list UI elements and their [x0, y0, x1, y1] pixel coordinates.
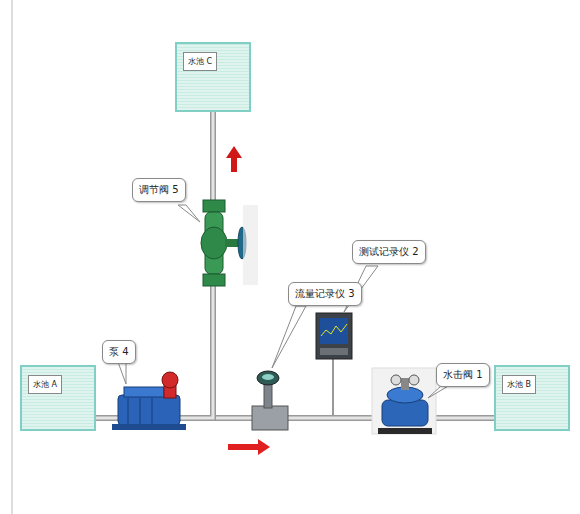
pump: [112, 372, 186, 430]
water-hammer-valve: [372, 368, 436, 434]
callout-tail: [272, 306, 306, 368]
flow-meter: [252, 371, 288, 430]
callout-box: 测试记录仪 2: [352, 240, 426, 264]
frame-line: [12, 0, 13, 514]
callout-box: 调节阀 5: [132, 178, 186, 202]
pool-label: 水池 C: [183, 52, 217, 71]
callout-tail: [118, 362, 126, 384]
callout-text: 流量记录仪 3: [295, 288, 355, 299]
flow-arrow: [226, 146, 242, 172]
callout-text: 测试记录仪 2: [359, 246, 419, 257]
callout-box: 泵 4: [102, 340, 136, 364]
callout-tail: [178, 205, 200, 222]
callout-box: 流量记录仪 3: [288, 282, 362, 306]
pipe-outline: [96, 112, 213, 418]
water-pool: 水池 B: [494, 365, 570, 431]
pool-label: 水池 B: [502, 375, 536, 394]
regulating-valve: [201, 200, 258, 286]
water-pool: 水池 A: [20, 365, 96, 431]
callout-text: 调节阀 5: [139, 184, 179, 195]
flow-arrow: [228, 439, 270, 455]
pipe-body: [96, 112, 213, 418]
callout-box: 水击阀 1: [436, 363, 490, 387]
callout-text: 泵 4: [109, 346, 129, 357]
callout-text: 水击阀 1: [443, 369, 483, 380]
water-pool: 水池 C: [175, 42, 251, 112]
pool-label: 水池 A: [28, 375, 62, 394]
test-recorder: [316, 313, 352, 416]
pipe: [96, 112, 213, 418]
